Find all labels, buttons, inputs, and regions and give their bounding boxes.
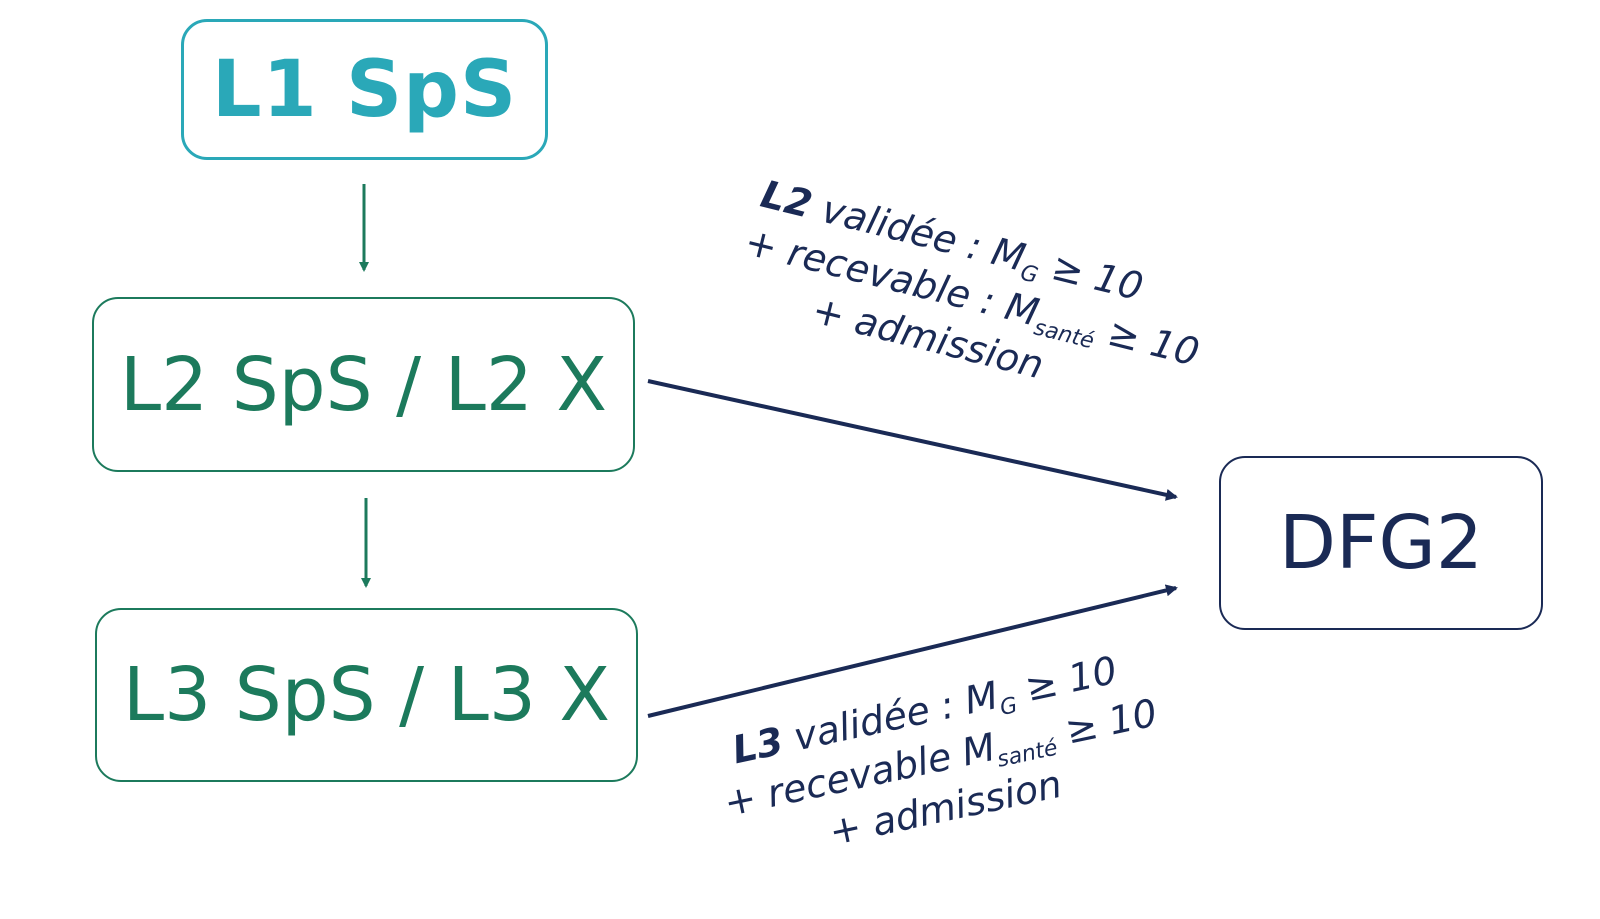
arrow-l3-to-dfg2 — [647, 584, 1178, 718]
node-l2-sps-l2-x: L2 SpS / L2 X — [92, 297, 635, 472]
arrow-l2-to-dfg2 — [647, 379, 1178, 501]
node-l3-sps-l3-x: L3 SpS / L3 X — [95, 608, 638, 782]
node-dfg2-label: DFG2 — [1279, 500, 1483, 586]
node-l2-label: L2 SpS / L2 X — [119, 341, 608, 428]
node-l1-sps: L1 SpS — [181, 19, 548, 160]
condition-level: L3 — [728, 718, 788, 773]
node-l1-label: L1 SpS — [211, 44, 518, 135]
node-dfg2: DFG2 — [1219, 456, 1543, 630]
node-l3-label: L3 SpS / L3 X — [122, 652, 611, 738]
